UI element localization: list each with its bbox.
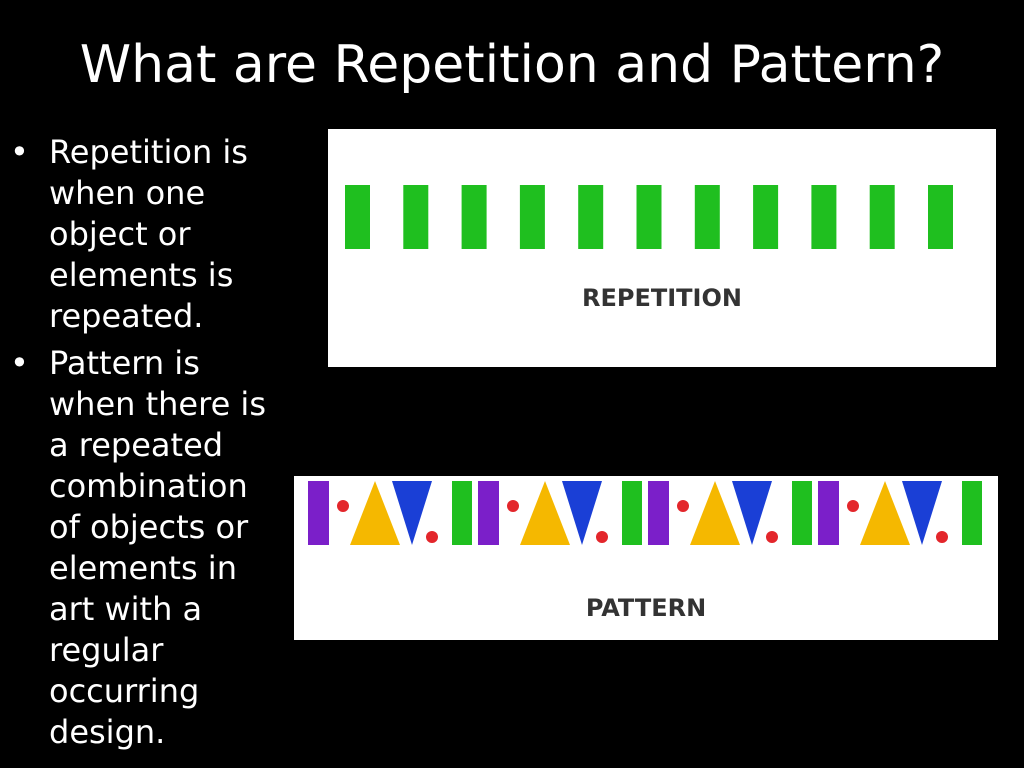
slide-title: What are Repetition and Pattern? bbox=[79, 35, 945, 95]
pattern-green-bar bbox=[452, 481, 472, 545]
repetition-bar bbox=[928, 185, 953, 249]
repetition-caption: REPETITION bbox=[582, 284, 742, 312]
pattern-blue-triangle bbox=[562, 481, 602, 545]
bullet-text: Pattern is when there is a repeated comb… bbox=[49, 344, 266, 751]
pattern-red-dot bbox=[596, 531, 608, 543]
repetition-image: REPETITION bbox=[328, 129, 996, 367]
pattern-green-bar bbox=[622, 481, 642, 545]
repetition-graphic bbox=[345, 185, 953, 249]
repetition-bar bbox=[345, 185, 370, 249]
pattern-blue-triangle bbox=[902, 481, 942, 545]
pattern-red-dot bbox=[766, 531, 778, 543]
repetition-bar bbox=[753, 185, 779, 249]
pattern-red-dot bbox=[337, 500, 349, 512]
bullet-item-repetition: • Repetition is when one object or eleme… bbox=[8, 132, 288, 337]
pattern-purple-bar bbox=[648, 481, 669, 545]
repetition-bar bbox=[403, 185, 429, 249]
repetition-bar bbox=[869, 185, 895, 249]
pattern-blue-triangle bbox=[392, 481, 432, 545]
bullet-marker: • bbox=[10, 344, 29, 382]
pattern-blue-triangle bbox=[732, 481, 772, 545]
pattern-yellow-triangle bbox=[860, 481, 910, 545]
pattern-purple-bar bbox=[478, 481, 499, 545]
bullet-item-pattern: • Pattern is when there is a repeated co… bbox=[8, 343, 288, 753]
pattern-yellow-triangle bbox=[520, 481, 570, 545]
bullet-list: • Repetition is when one object or eleme… bbox=[8, 132, 288, 759]
pattern-red-dot bbox=[936, 531, 948, 543]
pattern-yellow-triangle bbox=[690, 481, 740, 545]
pattern-red-dot bbox=[507, 500, 519, 512]
pattern-green-bar bbox=[792, 481, 812, 545]
bullet-marker: • bbox=[10, 133, 29, 171]
bullet-text: Repetition is when one object or element… bbox=[49, 133, 248, 335]
pattern-yellow-triangle bbox=[350, 481, 400, 545]
pattern-purple-bar bbox=[308, 481, 329, 545]
repetition-bar bbox=[811, 185, 837, 249]
repetition-bar bbox=[694, 185, 720, 249]
pattern-red-dot bbox=[847, 500, 859, 512]
pattern-red-dot bbox=[677, 500, 689, 512]
pattern-purple-bar bbox=[818, 481, 839, 545]
pattern-red-dot bbox=[426, 531, 438, 543]
repetition-bar bbox=[519, 185, 545, 249]
repetition-bar bbox=[636, 185, 662, 249]
repetition-bar bbox=[461, 185, 487, 249]
pattern-green-bar bbox=[962, 481, 982, 545]
pattern-caption: PATTERN bbox=[585, 594, 707, 622]
repetition-bar bbox=[578, 185, 604, 249]
pattern-graphic bbox=[308, 481, 982, 545]
pattern-image: PATTERN bbox=[294, 476, 998, 640]
